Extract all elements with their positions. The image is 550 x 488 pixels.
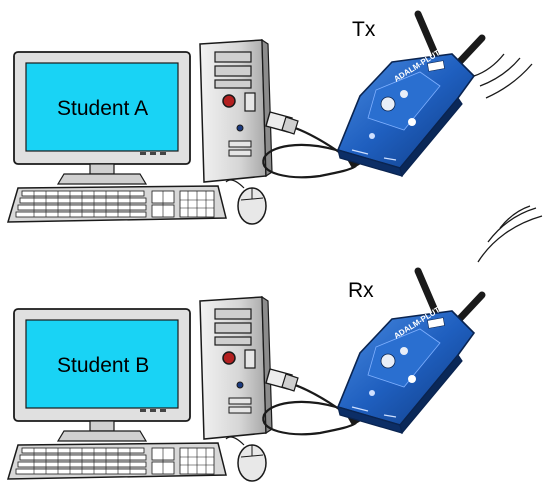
tx-radio-wave-icon	[473, 53, 533, 99]
mouse-icon	[225, 436, 267, 482]
pc-tower-icon	[199, 296, 273, 440]
tx-label: Tx	[352, 18, 376, 41]
screen-text-student-b: Student B	[57, 354, 150, 377]
keyboard-icon	[7, 442, 227, 480]
keyboard-icon	[7, 185, 227, 223]
station-a	[7, 14, 533, 225]
screen-text-student-a: Student A	[57, 97, 149, 120]
pc-tower-icon	[199, 39, 273, 183]
mouse-icon	[225, 179, 267, 225]
rx-label: Rx	[348, 279, 374, 302]
rx-radio-wave-icon	[477, 205, 543, 263]
